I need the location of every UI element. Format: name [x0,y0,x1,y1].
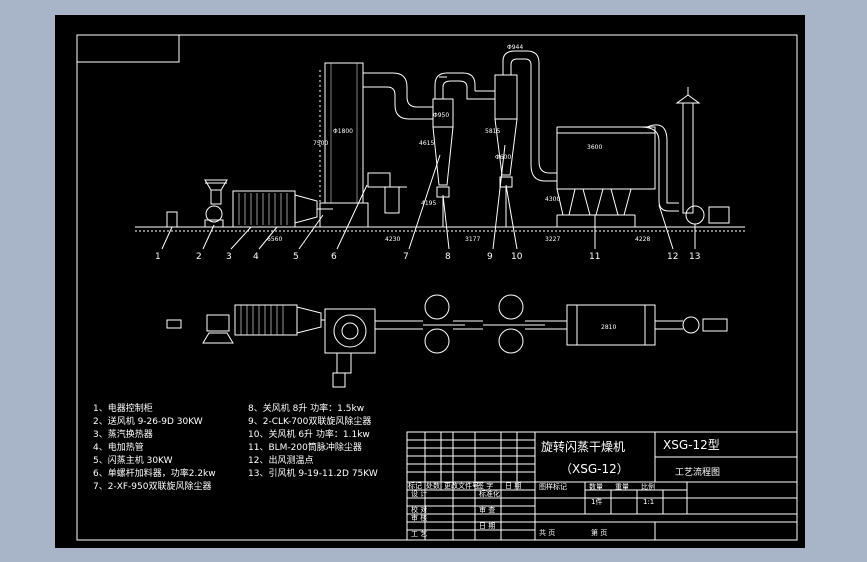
legend-item: 7、2-XF-950双联旋风除尘器 [93,480,211,492]
callout-10: 10 [511,252,523,262]
callout-6: 6 [331,252,337,262]
role-label: 校 对 [411,505,427,514]
dim-vert-3: 4195 [421,200,436,207]
dim-bottom-4: 3227 [545,236,560,243]
legend-item: 12、出风测温点 [248,454,313,466]
drawing-title: 旋转闪蒸干燥机 [541,439,625,454]
dim-width-2: 2810 [601,324,616,331]
legend-item: 13、引风机 9-19-11.2D 75KW [248,467,378,479]
dim-width-1: 3600 [587,144,602,151]
drawing-name: 工艺流程图 [675,466,720,478]
legend-item: 10、关风机 6升 功率：1.1kw [248,428,370,440]
stage-label: 图样标记 [539,482,567,491]
electric-heater [294,194,318,224]
legend-item: 1、电器控制柜 [93,402,153,414]
row-header: 处数 [426,481,440,490]
dim-diam-2: Φ950 [433,112,449,119]
steam-heater [232,190,296,228]
sheet-number: 第 页 [591,528,607,537]
process-flow-drawing: 1 2 3 4 5 6 7 8 9 10 11 12 13 6560 4230 … [76,34,798,541]
plan-cyclone-9a [498,294,524,320]
model-number: XSG-12型 [663,438,720,452]
screw-feeder [367,172,391,188]
dim-bottom-3: 3177 [465,236,480,243]
callout-7: 7 [403,252,409,262]
plan-bag-filter [566,304,656,346]
feed-hopper [204,179,228,191]
stage-label: 重量 [615,483,629,491]
title-block [406,431,798,541]
callout-13: 13 [689,252,700,262]
plan-cyclone-9b [498,328,524,354]
title-block-text: 旋转闪蒸干燥机 （XSG-12） XSG-12型 工艺流程图 标记 处数 更改文… [408,438,720,538]
mid-label: 日 期 [479,522,495,530]
dim-vert-2: 4615 [419,140,434,147]
dim-vert-4: 5815 [485,128,500,135]
row-header: 签 字 [477,481,493,490]
cyclone-9 [494,74,518,120]
dim-vert-1: 7500 [313,140,328,147]
exhaust-stack [682,102,694,214]
legend-item: 4、电加热管 [93,441,144,453]
callout-11: 11 [589,252,600,262]
callout-2: 2 [196,252,202,262]
row-header: 日 期 [505,482,521,490]
legend-item: 5、闪蒸主机 30KW [93,454,173,466]
callout-4: 4 [253,252,259,262]
induced-draft-fan [685,205,705,225]
drawing-subtitle: （XSG-12） [560,462,629,476]
mid-label: 审 查 [479,505,495,514]
sheet-total: 共 页 [539,528,555,537]
legend-item: 9、2-CLK-700双联旋风除尘器 [248,415,371,427]
dimension-labels: 6560 4230 3177 3227 4228 7500 4615 4195 … [267,44,650,331]
supply-fan [205,205,223,223]
row-header: 更改文件号 [444,481,479,490]
control-cabinet [166,211,178,228]
callout-3: 3 [226,252,232,262]
callout-5: 5 [293,252,299,262]
callout-8: 8 [445,252,451,262]
callout-1: 1 [155,252,161,262]
dim-vert-5: 4300 [545,196,560,203]
role-label: 设 计 [411,489,427,498]
legend-item: 8、关风机 8升 功率：1.5kw [248,402,364,414]
callout-12: 12 [667,252,678,262]
legend-item: 3、蒸汽换热器 [93,428,153,440]
duct-1 [363,72,433,108]
role-label: 审 核 [411,513,427,522]
plan-dryer [324,308,376,354]
legend-item: 2、送风机 9-26-9D 30KW [93,415,203,427]
legend-item: 11、BLM-200筒脉冲除尘器 [248,441,362,453]
plan-heater [234,304,298,336]
legend-item: 6、单螺杆加料器，功率2.2kw [93,467,216,479]
quantity: 1件 [591,497,602,506]
plan-hopper [202,332,234,344]
dim-bottom-2: 4230 [385,236,400,243]
dim-bottom-5: 4228 [635,236,650,243]
stage-label: 比例 [641,482,655,491]
dim-diam-4: Φ600 [495,154,511,161]
scale: 1:1 [643,498,654,506]
dim-diam-1: Φ1800 [333,128,353,135]
dim-diam-3: Φ944 [507,44,523,51]
plan-cyclone-7b [424,328,450,354]
callout-9: 9 [487,252,493,262]
stage-label: 数量 [589,482,603,491]
dim-bottom-1: 6560 [267,236,282,243]
role-label: 工 艺 [411,530,427,538]
callout-numbers: 1 2 3 4 5 6 7 8 9 10 11 12 13 [155,252,700,262]
mid-label: 标准化 [479,489,500,498]
corner-box [76,34,180,63]
drawing-sheet: 1 2 3 4 5 6 7 8 9 10 11 12 13 6560 4230 … [55,15,805,548]
bag-filter [556,132,656,190]
equipment-legend: 1、电器控制柜 2、送风机 9-26-9D 30KW 3、蒸汽换热器 4、电加热… [93,402,378,492]
row-header: 标记 [408,481,422,490]
plan-cyclone-7a [424,294,450,320]
